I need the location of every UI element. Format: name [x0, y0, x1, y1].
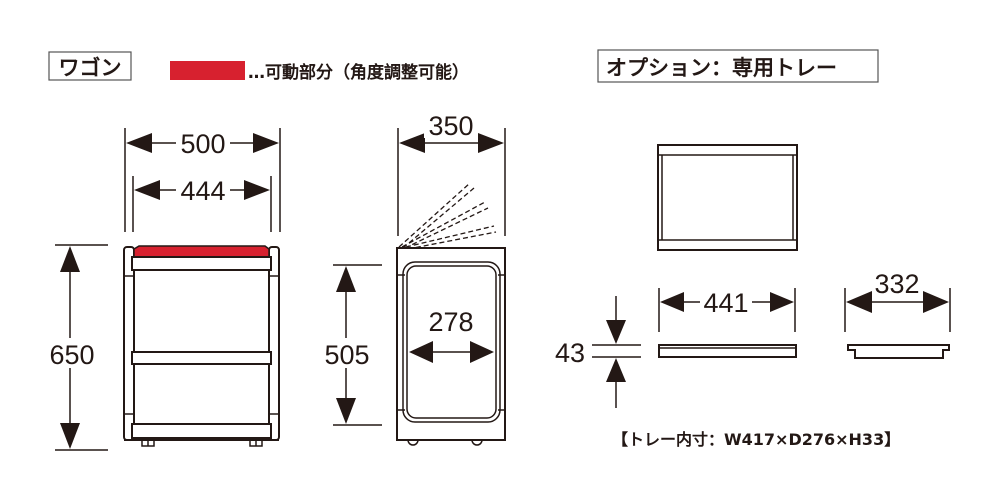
front-height-label: 650 — [49, 340, 94, 370]
lid-angle-positions — [398, 182, 497, 250]
wagon-front-view: 500 444 650 — [45, 128, 281, 451]
wagon-side-view: 350 505 278 — [320, 110, 506, 446]
tray-header: オプション：専用トレー — [597, 49, 879, 83]
side-inner-depth-label: 278 — [428, 307, 473, 337]
tray-width-label: 441 — [703, 288, 748, 318]
tray-inner-dimensions-note: 【トレー内寸：W417×D276×H33】 — [612, 430, 900, 449]
tray-side-view: 332 — [844, 269, 951, 359]
tray-front-view: 441 — [658, 288, 797, 358]
movable-part-legend-text: …可動部分（角度調整可能） — [248, 62, 469, 83]
caster — [249, 439, 263, 447]
caster — [407, 439, 419, 446]
tray-top-view — [657, 144, 798, 251]
movable-part-legend-swatch — [170, 61, 245, 80]
tray-title: オプション：専用トレー — [606, 56, 837, 80]
front-width-outer-label: 500 — [180, 129, 225, 159]
movable-top-panel — [133, 245, 270, 258]
wagon-header: ワゴン — [48, 51, 132, 81]
tray-height-label: 43 — [555, 338, 585, 368]
wagon-title: ワゴン — [59, 56, 122, 80]
tray-height-dimension: 43 — [555, 296, 641, 408]
caster — [141, 439, 155, 447]
front-width-inner-label: 444 — [180, 176, 225, 206]
tray-depth-label: 332 — [874, 269, 919, 299]
caster — [471, 439, 483, 446]
side-depth-label: 350 — [428, 111, 473, 141]
side-inner-height-label: 505 — [324, 340, 369, 370]
